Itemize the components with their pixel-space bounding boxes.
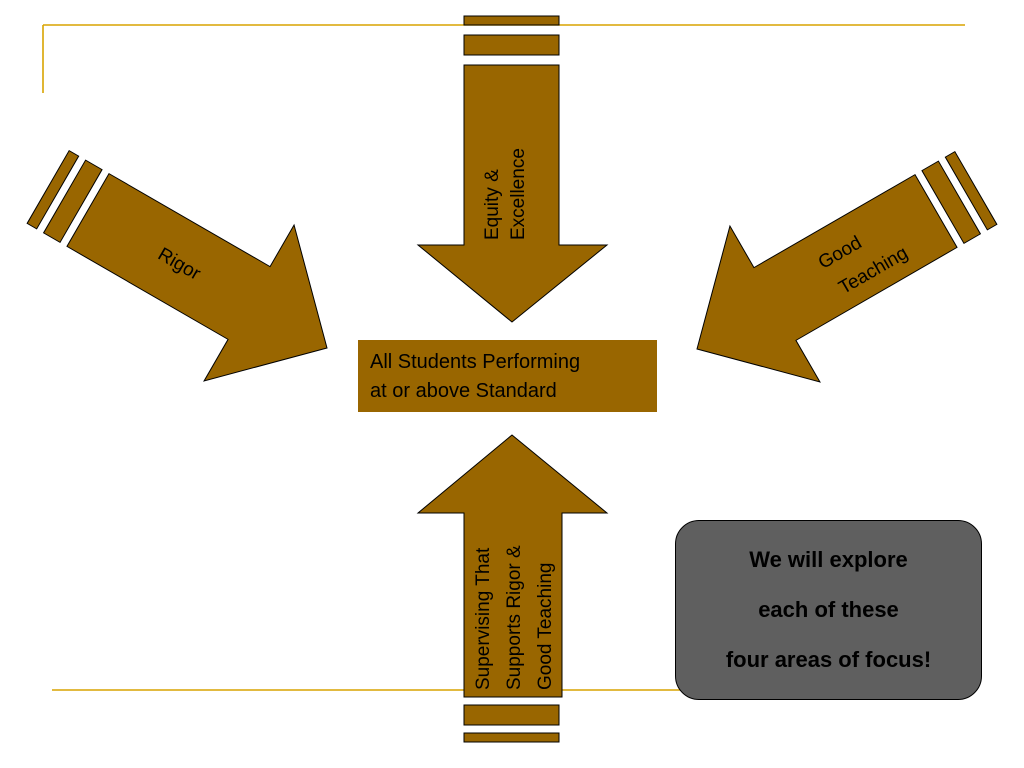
arrow-bottom-stripe-1	[463, 704, 560, 726]
callout-line-3: four areas of focus!	[725, 647, 932, 672]
arrow-rigor: Rigor	[26, 149, 328, 382]
arrow-top-body	[416, 64, 609, 323]
center-goal-box: All Students Performing at or above Stan…	[358, 340, 657, 412]
callout-box: We will explore each of these four areas…	[675, 520, 982, 700]
arrow-supervising: Supervising That Supports Rigor & Good T…	[416, 434, 609, 743]
arrow-left-stripe-2	[42, 159, 103, 244]
arrow-right-body	[696, 173, 958, 383]
arrow-bottom-body	[416, 434, 609, 698]
arrow-bottom-stripe-2	[463, 732, 560, 743]
arrow-top-stripe-2	[463, 34, 560, 56]
arrow-left-stripe-1	[26, 149, 80, 230]
arrow-right-stripe-1	[944, 150, 998, 231]
arrow-right-stripe-2	[921, 160, 982, 245]
arrow-top-stripe-1	[463, 15, 560, 26]
arrow-left-body	[66, 172, 328, 382]
arrow-equity-excellence: Equity & Excellence	[416, 15, 609, 323]
center-goal-line-2: at or above Standard	[370, 380, 557, 402]
arrow-top-label: Equity & Excellence	[482, 148, 529, 240]
callout-line-2: each of these	[758, 597, 899, 622]
callout-line-1: We will explore	[749, 547, 908, 572]
center-goal-line-1: All Students Performing	[370, 351, 581, 373]
arrow-good-teaching: Good Teaching	[696, 150, 998, 383]
arrow-bottom-label: Supervising That Supports Rigor & Good T…	[473, 540, 556, 690]
